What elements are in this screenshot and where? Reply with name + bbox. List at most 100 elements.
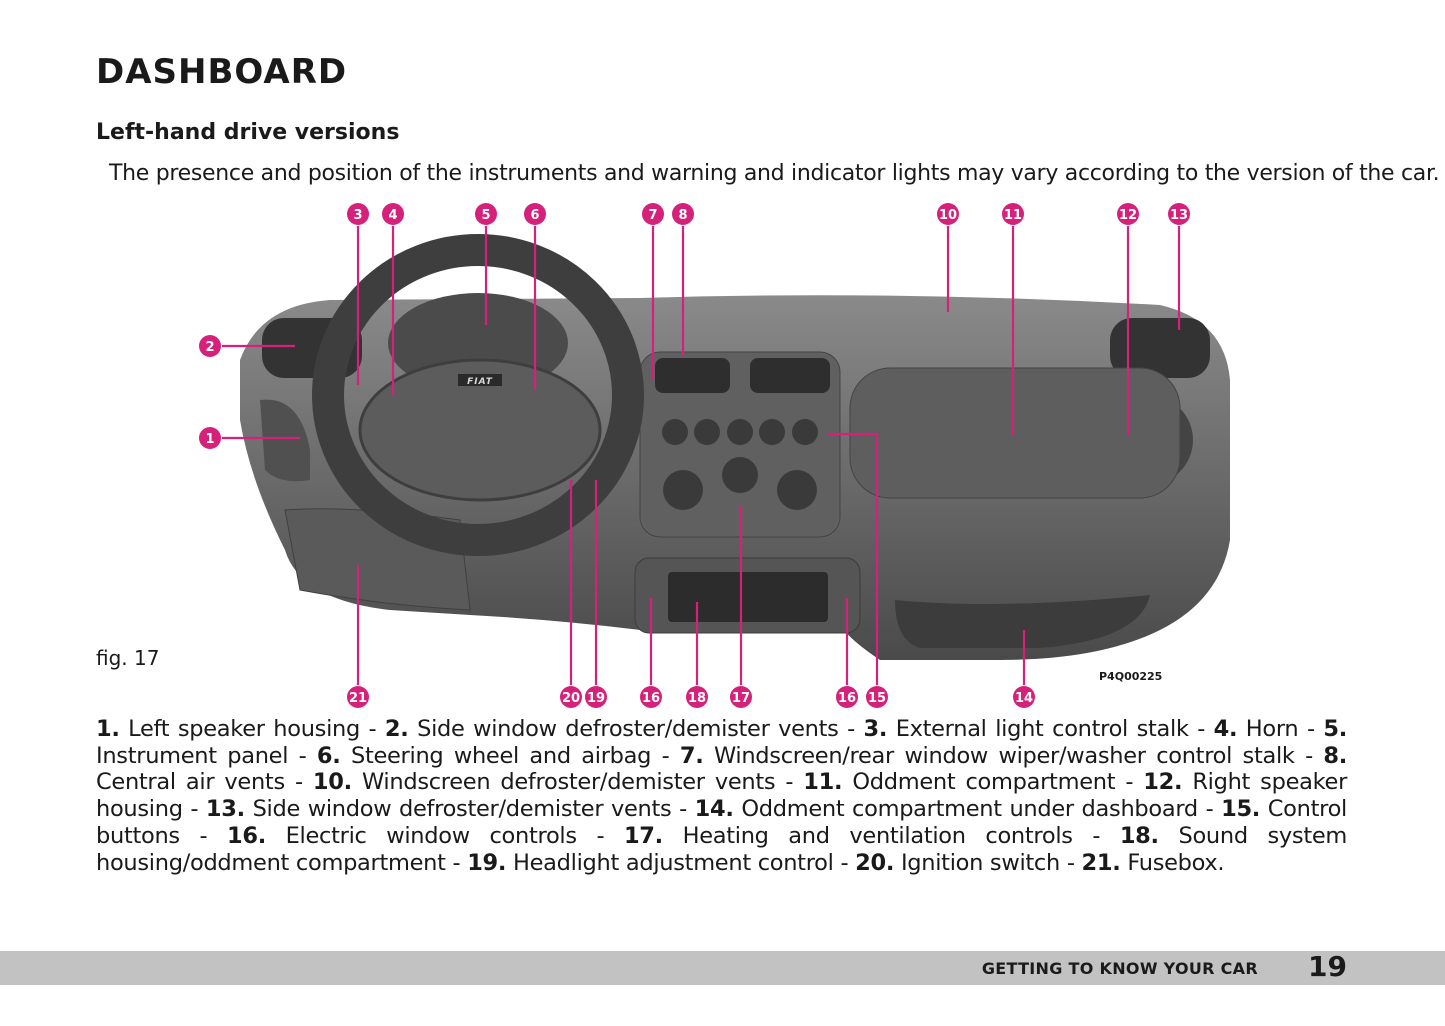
legend-number: 21. bbox=[1081, 849, 1121, 876]
legend-text: Fusebox. bbox=[1127, 849, 1225, 876]
legend-text: Oddment compartment under dashboard bbox=[741, 796, 1198, 823]
callout-15: 15 bbox=[866, 686, 888, 708]
svg-text:14: 14 bbox=[1015, 691, 1033, 706]
svg-text:15: 15 bbox=[868, 691, 886, 706]
legend-text: Horn bbox=[1245, 716, 1299, 742]
svg-text:21: 21 bbox=[349, 691, 367, 706]
svg-text:10: 10 bbox=[939, 208, 957, 223]
legend-item: 13. Side window defroster/demister vents bbox=[206, 796, 672, 822]
svg-text:11: 11 bbox=[1004, 208, 1022, 223]
page-title: DASHBOARD bbox=[96, 52, 348, 92]
svg-text:16: 16 bbox=[838, 691, 856, 706]
svg-text:20: 20 bbox=[562, 691, 580, 706]
legend-number: 1. bbox=[96, 716, 120, 742]
legend-item: 2. Side window defroster/demister vents bbox=[385, 716, 839, 742]
callout-12: 12 bbox=[1117, 203, 1139, 225]
svg-text:18: 18 bbox=[688, 691, 706, 706]
callout-4: 4 bbox=[382, 203, 404, 225]
legend-item: 5. Instrument panel bbox=[96, 716, 1347, 769]
callout-5: 5 bbox=[475, 203, 497, 225]
footer-bar: GETTING TO KNOW YOUR CAR 19 bbox=[0, 950, 1445, 985]
callout-19: 19 bbox=[585, 686, 607, 708]
legend-text: Sound system housing/oddment compartment bbox=[96, 822, 1348, 876]
legend-number: 20. bbox=[855, 849, 895, 876]
legend-item: 17. Heating and ventilation controls bbox=[624, 823, 1073, 849]
legend-item: 14. Oddment compartment under dashboard bbox=[695, 796, 1199, 823]
callout-6: 6 bbox=[524, 203, 546, 225]
legend-item: 10. Windscreen defroster/demister vents bbox=[312, 769, 776, 796]
svg-text:6: 6 bbox=[530, 208, 539, 223]
legend-number: 13. bbox=[205, 796, 245, 823]
legend-text: Central air vents bbox=[96, 769, 285, 796]
legend-number: 11. bbox=[803, 769, 843, 796]
legend-text: Left speaker housing bbox=[128, 716, 360, 742]
legend-number: 17. bbox=[623, 822, 663, 849]
legend-number: 5. bbox=[1323, 716, 1347, 742]
legend-item: 20. Ignition switch bbox=[855, 850, 1060, 876]
svg-text:8: 8 bbox=[678, 208, 687, 223]
legend-text: Control buttons bbox=[96, 796, 1347, 849]
legend-item: 11. Oddment compartment bbox=[803, 769, 1115, 795]
legend-number: 10. bbox=[312, 769, 352, 796]
legend-item: 7. Windscreen/rear window wiper/washer c… bbox=[680, 743, 1295, 769]
legend-number: 3. bbox=[863, 716, 888, 742]
legend-text: Steering wheel and airbag bbox=[350, 742, 652, 769]
legend-number: 18. bbox=[1119, 822, 1159, 849]
legend-text: Oddment compartment bbox=[852, 769, 1116, 796]
dashboard-figure: FIAT 1 2 3 4 5 6 7 8 10 11 12 13 14 15 1… bbox=[199, 203, 1230, 708]
legend-item: 3. External light control stalk bbox=[864, 716, 1189, 742]
legend-text: Side window defroster/demister vents bbox=[417, 716, 839, 742]
svg-text:17: 17 bbox=[732, 691, 750, 706]
legend-number: 19. bbox=[467, 849, 507, 876]
legend-item: 21. Fusebox. bbox=[1082, 850, 1225, 876]
page-number: 19 bbox=[1308, 950, 1347, 983]
svg-text:13: 13 bbox=[1170, 208, 1188, 223]
legend-item: 1. Left speaker housing bbox=[96, 716, 360, 742]
legend-item: 15. Control buttons bbox=[96, 796, 1347, 849]
svg-text:2: 2 bbox=[205, 340, 214, 355]
legend-number: 4. bbox=[1213, 716, 1238, 742]
legend-text: Headlight adjustment control bbox=[513, 849, 834, 876]
legend-number: 15. bbox=[1221, 796, 1261, 823]
callout-17: 17 bbox=[730, 686, 752, 708]
svg-text:16: 16 bbox=[642, 691, 660, 706]
legend-text: Instrument panel bbox=[96, 742, 289, 769]
legend-item: 8. Central air vents bbox=[96, 743, 1347, 796]
legend-number: 7. bbox=[679, 742, 704, 769]
svg-text:4: 4 bbox=[388, 208, 397, 223]
legend-item: 12. Right speaker housing bbox=[96, 769, 1347, 822]
legend-item: 4. Horn bbox=[1214, 716, 1299, 742]
legend-number: 8. bbox=[1323, 742, 1347, 769]
legend-item: 16. Electric window controls bbox=[227, 823, 577, 849]
legend-text: Ignition switch bbox=[900, 849, 1060, 876]
callout-1: 1 bbox=[199, 427, 221, 449]
callout-10: 10 bbox=[937, 203, 959, 225]
svg-text:5: 5 bbox=[481, 208, 490, 223]
legend-number: 6. bbox=[316, 742, 341, 769]
legend-text: Electric window controls bbox=[285, 822, 577, 849]
figure-code: P4Q00225 bbox=[1099, 670, 1163, 683]
legend-number: 16. bbox=[226, 822, 266, 849]
legend-item: 6. Steering wheel and airbag bbox=[316, 742, 652, 769]
svg-text:19: 19 bbox=[587, 691, 605, 706]
legend-text: Heating and ventilation controls bbox=[682, 822, 1073, 849]
svg-text:12: 12 bbox=[1119, 208, 1137, 223]
svg-text:3: 3 bbox=[353, 208, 362, 223]
legend-number: 12. bbox=[1143, 769, 1183, 796]
callout-11: 11 bbox=[1002, 203, 1024, 225]
callout-8: 8 bbox=[672, 203, 694, 225]
fiat-logo: FIAT bbox=[458, 374, 502, 387]
callout-20: 20 bbox=[560, 686, 582, 708]
section-subtitle: Left-hand drive versions bbox=[96, 120, 400, 145]
callout-7: 7 bbox=[642, 203, 664, 225]
fiat-logo-text: FIAT bbox=[467, 377, 493, 387]
callout-3: 3 bbox=[347, 203, 369, 225]
legend-item: 18. Sound system housing/oddment compart… bbox=[96, 823, 1347, 876]
callout-16-right: 16 bbox=[836, 686, 858, 708]
legend-number: 2. bbox=[384, 716, 409, 742]
legend-text: Windscreen/rear window wiper/washer cont… bbox=[713, 742, 1295, 769]
callout-14: 14 bbox=[1013, 686, 1035, 708]
legend-text: Windscreen defroster/demister vents bbox=[361, 769, 776, 796]
intro-text: The presence and position of the instrum… bbox=[109, 161, 1440, 186]
dashboard-illustration: FIAT bbox=[240, 234, 1230, 660]
